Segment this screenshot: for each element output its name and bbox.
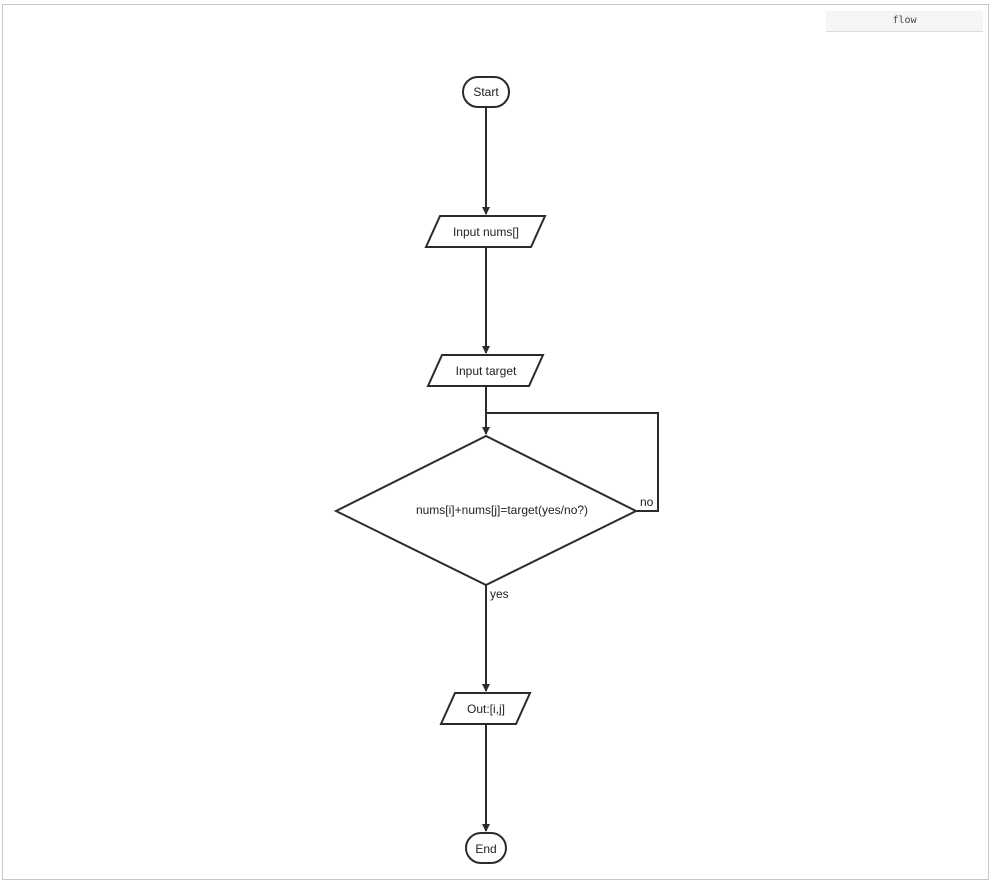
edge-condition-no-loop xyxy=(486,412,659,512)
code-language-label: flow xyxy=(826,11,983,32)
output-label: Out:[i,j] xyxy=(467,702,505,716)
node-input-nums: Input nums[] xyxy=(424,215,547,248)
node-start: Start xyxy=(462,76,510,108)
node-condition: nums[i]+nums[j]=target(yes/no?) xyxy=(333,434,639,587)
node-input-target: Input target xyxy=(426,354,545,387)
edge-label-no: no xyxy=(640,495,654,509)
start-label: Start xyxy=(473,85,499,99)
input-nums-label: Input nums[] xyxy=(453,225,519,239)
condition-diamond xyxy=(333,434,639,587)
node-end: End xyxy=(465,832,507,864)
condition-label: nums[i]+nums[j]=target(yes/no?) xyxy=(416,503,588,517)
edge-label-yes: yes xyxy=(490,587,509,601)
input-nums-parallelogram xyxy=(424,215,547,248)
output-parallelogram xyxy=(439,692,532,725)
input-target-parallelogram xyxy=(426,354,545,387)
edges xyxy=(482,108,659,832)
end-label: End xyxy=(475,842,496,856)
end-terminal-shape xyxy=(465,832,507,864)
node-output: Out:[i,j] xyxy=(439,692,532,725)
start-terminal-shape xyxy=(462,76,510,108)
input-target-label: Input target xyxy=(456,364,517,378)
